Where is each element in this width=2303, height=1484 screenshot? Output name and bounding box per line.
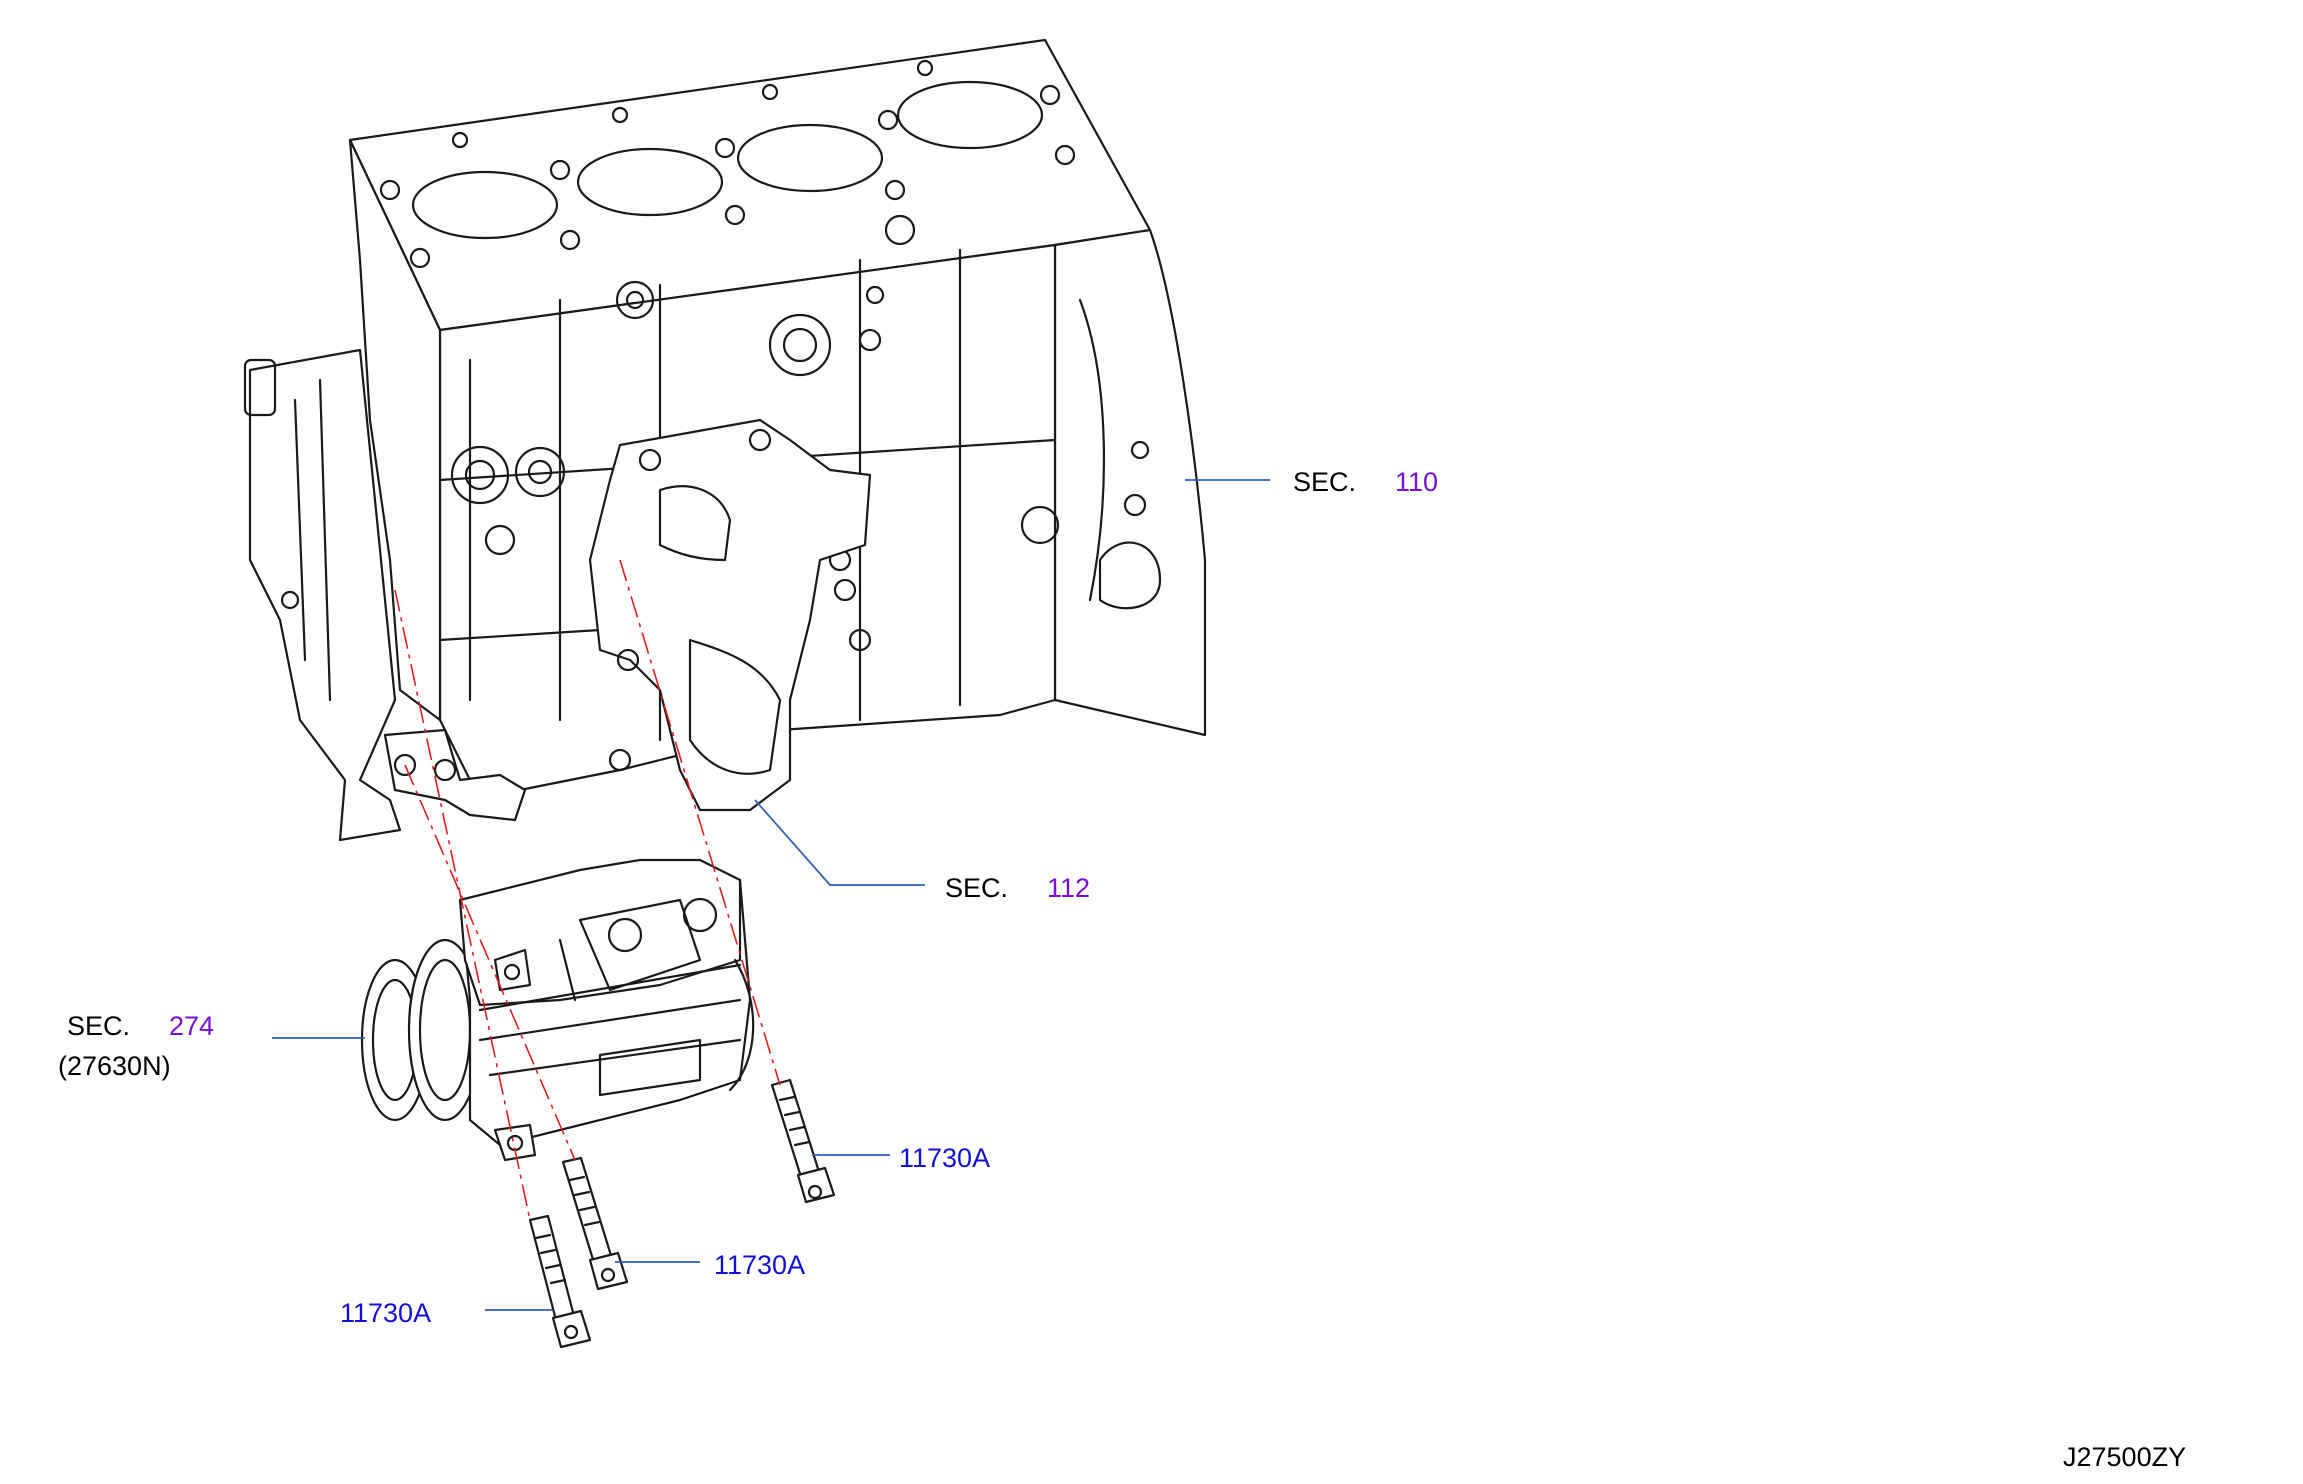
compressor-bracket[interactable] xyxy=(588,418,872,812)
callout-11730a-middle[interactable]: 11730A xyxy=(714,1250,805,1280)
callout-27630n-part-number: (27630N) xyxy=(58,1051,171,1081)
callout-sec-112-number: 112 xyxy=(1047,873,1090,903)
bolt-center-lines xyxy=(394,559,781,1221)
callout-sec-112-prefix: SEC. xyxy=(945,873,1008,903)
callout-sec-112[interactable]: SEC. 112 xyxy=(945,873,1090,903)
callout-11730a-right[interactable]: 11730A xyxy=(899,1143,990,1173)
mounting-feet xyxy=(383,728,527,822)
leader-lines xyxy=(272,479,1270,1311)
callout-sec-110-number: 110 xyxy=(1395,467,1438,497)
callout-sec-274[interactable]: SEC. 274 (27630N) xyxy=(58,1011,214,1081)
callout-11730a-left[interactable]: 11730A xyxy=(340,1298,431,1328)
callout-sec-110[interactable]: SEC. 110 xyxy=(1293,467,1438,497)
bolt-right[interactable] xyxy=(770,1078,836,1204)
bolt-left[interactable] xyxy=(528,1214,592,1349)
bolt-middle[interactable] xyxy=(561,1156,629,1291)
diagram-code: J27500ZY xyxy=(2063,1442,2186,1472)
callout-sec-110-prefix: SEC. xyxy=(1293,467,1356,497)
callout-sec-274-prefix: SEC. xyxy=(67,1011,130,1041)
callout-sec-274-number: 274 xyxy=(169,1011,214,1041)
ac-compressor[interactable] xyxy=(360,858,755,1162)
